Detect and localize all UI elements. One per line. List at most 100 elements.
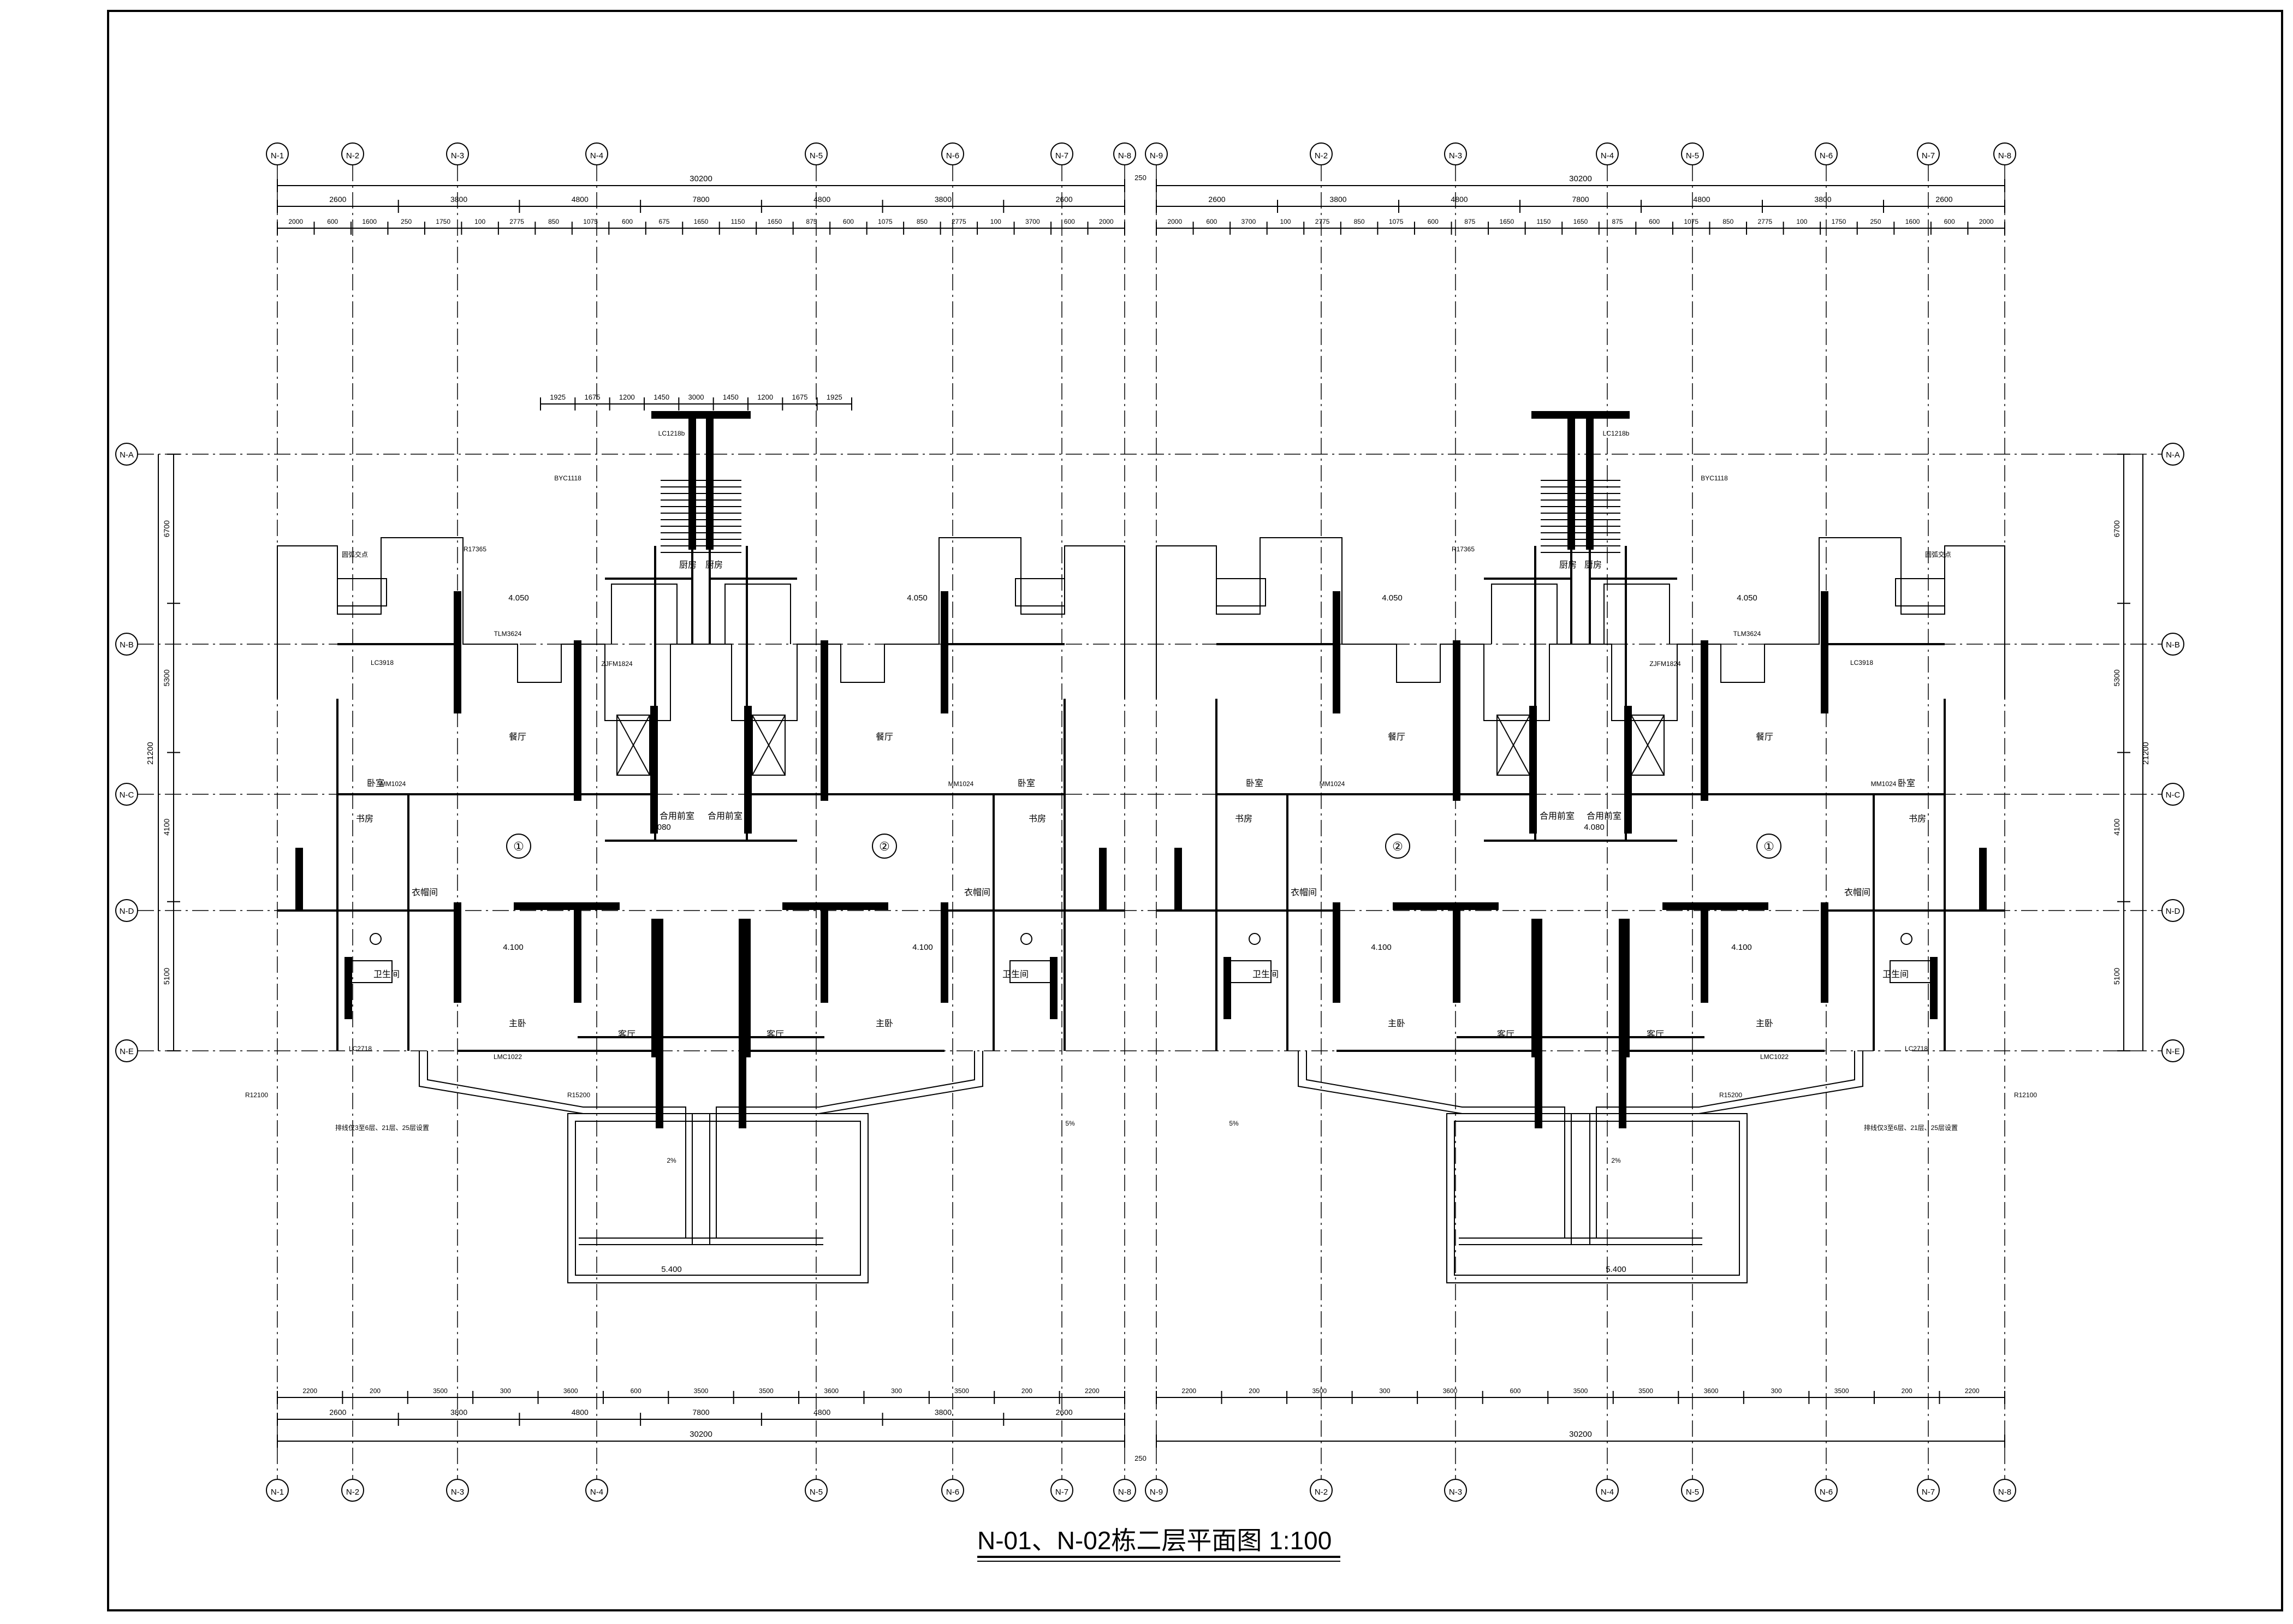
room-label: 客厅 — [618, 1030, 635, 1039]
unit-marker — [506, 834, 531, 859]
sheet-frame — [107, 10, 2283, 1611]
axis-bubble-label: N-5 — [810, 1488, 823, 1497]
annotation-label: R17365 — [464, 545, 486, 553]
dimension-label: 1150 — [731, 218, 745, 225]
dimension-label: 2600 — [1935, 195, 1952, 204]
room-label: 衣帽间 — [964, 888, 990, 897]
axis-bubble-label: N-2 — [1315, 151, 1328, 160]
toilet — [370, 933, 382, 945]
level-mark: 4.050 — [508, 593, 529, 603]
level-mark: 4.050 — [907, 593, 928, 603]
tag-label: LMC1022 — [1760, 1053, 1789, 1061]
dimension-label: 3500 — [954, 1387, 969, 1395]
dimension-label: 600 — [631, 1387, 641, 1395]
level-mark: 4.080 — [650, 823, 671, 832]
room-label: 餐厅 — [1756, 732, 1773, 742]
axis-grid-lines — [138, 165, 2162, 1479]
dimension-label: 3600 — [824, 1387, 839, 1395]
dimension-label: 300 — [891, 1387, 902, 1395]
dimension-label: 200 — [1249, 1387, 1260, 1395]
outer-wall-outline — [611, 537, 1125, 721]
courtyard-terrace-inner — [575, 1121, 861, 1276]
dimension-label: 2000 — [1167, 218, 1182, 225]
level-mark: 4.100 — [503, 943, 524, 952]
dimension-label: 3500 — [1312, 1387, 1327, 1395]
elevator-shaft — [1496, 715, 1530, 776]
bath-fixture — [1015, 578, 1065, 606]
unit-label: ① — [1763, 840, 1774, 853]
room-label: 餐厅 — [876, 732, 893, 742]
dimension-label: 2775 — [509, 218, 524, 225]
dimension-label: 3800 — [450, 195, 467, 204]
dimension-label: 21200 — [2141, 742, 2151, 765]
tag-label: LC3918 — [371, 659, 394, 667]
dimension-label: 2600 — [1208, 195, 1225, 204]
axis-bubble-label: N-D — [120, 907, 134, 916]
dimension-label: 7800 — [692, 195, 709, 204]
dimension-label: 1075 — [583, 218, 598, 225]
dimension-label: 5300 — [2112, 669, 2121, 686]
dimension-label: 1675 — [792, 393, 808, 401]
unit-label: ② — [879, 840, 890, 853]
outer-wall-outline — [1491, 537, 2005, 721]
balcony-outline — [1298, 1051, 1702, 1245]
dimension-label: 100 — [990, 218, 1001, 225]
unit-marker — [1385, 834, 1410, 859]
dimension-label: 6700 — [2112, 520, 2121, 537]
level-mark: 4.080 — [1584, 823, 1605, 832]
courtyard-terrace — [1446, 1113, 1748, 1283]
level-mark: 4.100 — [1371, 943, 1392, 952]
room-label: 卧室 — [1018, 778, 1035, 788]
dimension-label: 4800 — [1451, 195, 1468, 204]
axis-bubble-label: N-1 — [271, 151, 284, 160]
dimension-label: 7800 — [1572, 195, 1589, 204]
dimension-label: 300 — [1771, 1387, 1782, 1395]
dimension-label: 3800 — [1814, 195, 1831, 204]
tag-label: MM1024 — [948, 780, 974, 788]
dimension-label: 4800 — [1693, 195, 1710, 204]
dimension-label: 1650 — [694, 218, 709, 225]
dimension-label: 3500 — [1834, 1387, 1849, 1395]
annotation-label: R12100 — [245, 1091, 268, 1099]
dimension-label: 2600 — [329, 1408, 346, 1417]
axis-bubble-label: N-7 — [1055, 1488, 1068, 1497]
room-label: 主卧 — [876, 1019, 893, 1028]
room-label: 客厅 — [1497, 1030, 1514, 1039]
annotation-label: 排线仅3至6层、21层、25层设置 — [335, 1124, 429, 1132]
dimension-label: 1925 — [827, 393, 842, 401]
room-label: 主卧 — [1756, 1019, 1773, 1028]
room-label: 书房 — [1029, 814, 1046, 824]
elevator-cross — [616, 715, 650, 776]
room-label: 卫生间 — [373, 969, 400, 979]
dimension-label: 7800 — [692, 1408, 709, 1417]
dimension-label: 6700 — [162, 520, 171, 537]
axis-bubble-label: N-4 — [1601, 1488, 1614, 1497]
tag-label: TLM3624 — [494, 630, 522, 638]
dimension-label: 875 — [1464, 218, 1475, 225]
axis-bubble-label: N-9 — [1150, 1488, 1163, 1497]
axis-bubble-label: N-3 — [1449, 1488, 1462, 1497]
dimension-label: 1675 — [585, 393, 601, 401]
axis-bubble-label: N-5 — [1686, 151, 1699, 160]
dimension-label: 3700 — [1241, 218, 1256, 225]
balcony-outline — [427, 1051, 823, 1239]
tag-label: ZJFM1824 — [601, 660, 633, 668]
dimension-label: 100 — [1796, 218, 1807, 225]
tag-label: LC1218b — [1603, 430, 1630, 437]
axis-bubble-label: N-7 — [1922, 1488, 1935, 1497]
tag-label: LC3918 — [1850, 659, 1873, 667]
dimension-label: 2200 — [1085, 1387, 1100, 1395]
balcony-outline — [1459, 1051, 1855, 1239]
toilet — [1900, 933, 1912, 945]
room-label: 卫生间 — [1252, 969, 1279, 979]
level-mark: 4.100 — [1731, 943, 1752, 952]
dimension-label: 3800 — [450, 1408, 467, 1417]
room-label: 厨房 — [679, 560, 697, 570]
dimension-label: 2200 — [1181, 1387, 1196, 1395]
bath-fixture — [1216, 578, 1266, 606]
dimension-label: 600 — [1944, 218, 1955, 225]
dimension-label: 3600 — [1443, 1387, 1458, 1395]
unit-label: ② — [1392, 840, 1403, 853]
